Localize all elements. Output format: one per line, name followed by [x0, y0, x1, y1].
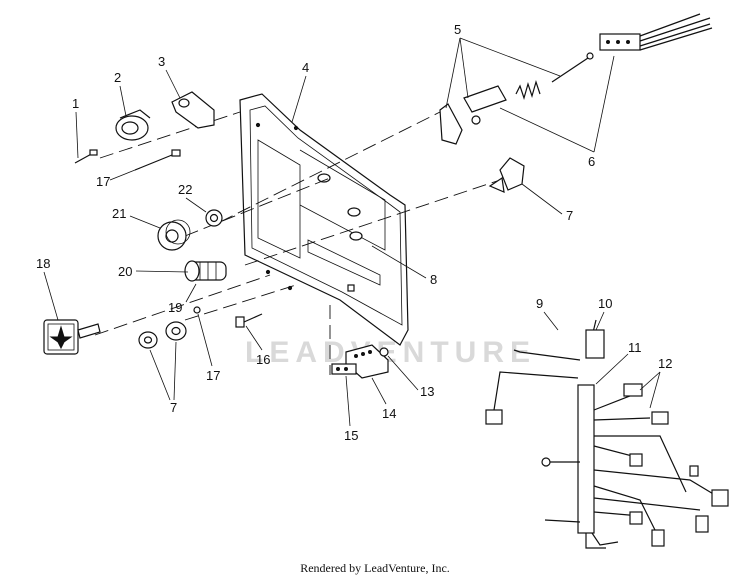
callout-18: 18 [36, 256, 50, 271]
callout-4: 4 [302, 60, 309, 75]
part-key-18 [43, 319, 101, 355]
part-ignition-switch-20 [184, 260, 227, 282]
part-nut-21 [157, 219, 191, 251]
callout-11: 11 [628, 340, 642, 355]
callout-16: 16 [256, 352, 270, 367]
callout-19: 19 [168, 300, 182, 315]
part-nut-7-lower [138, 321, 187, 349]
callout-21: 21 [112, 206, 126, 221]
part-pin-1 [74, 149, 98, 164]
callout-10: 10 [598, 296, 612, 311]
watermark-text: LEADVENTURE [245, 336, 536, 369]
part-nut-13 [379, 347, 389, 357]
callout-17-upper: 17 [96, 174, 110, 189]
dash-panel [239, 93, 409, 346]
wiring-harness [485, 319, 729, 549]
part-washer-22 [205, 209, 223, 227]
credit-text: Rendered by LeadVenture, Inc. [300, 561, 450, 575]
part-indicator-2 [115, 109, 151, 141]
part-screw-16 [235, 313, 263, 328]
callout-labels: 1 2 3 4 5 6 7 8 9 10 11 12 13 14 15 16 [36, 22, 672, 443]
callout-7-upper: 7 [566, 208, 573, 223]
callout-7-lower: 7 [170, 400, 177, 415]
callout-13: 13 [420, 384, 434, 399]
callout-8: 8 [430, 272, 437, 287]
part-switch-assembly-5 [439, 52, 594, 145]
callout-17-lower: 17 [206, 368, 220, 383]
callout-20: 20 [118, 264, 132, 279]
callout-15: 15 [344, 428, 358, 443]
part-bracket-3 [171, 91, 215, 129]
callout-9: 9 [536, 296, 543, 311]
callout-3: 3 [158, 54, 165, 69]
callout-22: 22 [178, 182, 192, 197]
callout-1: 1 [72, 96, 79, 111]
part-toggle-switch-7 [488, 157, 525, 193]
part-screw-19 [193, 306, 201, 314]
callout-2: 2 [114, 70, 121, 85]
assembly-lines [94, 111, 501, 375]
callout-6: 6 [588, 154, 595, 169]
callout-5: 5 [454, 22, 461, 37]
part-terminal-15 [331, 363, 357, 375]
callout-12: 12 [658, 356, 672, 371]
part-connector-6 [599, 13, 713, 51]
part-wire-17-top [134, 149, 181, 171]
callout-14: 14 [382, 406, 396, 421]
